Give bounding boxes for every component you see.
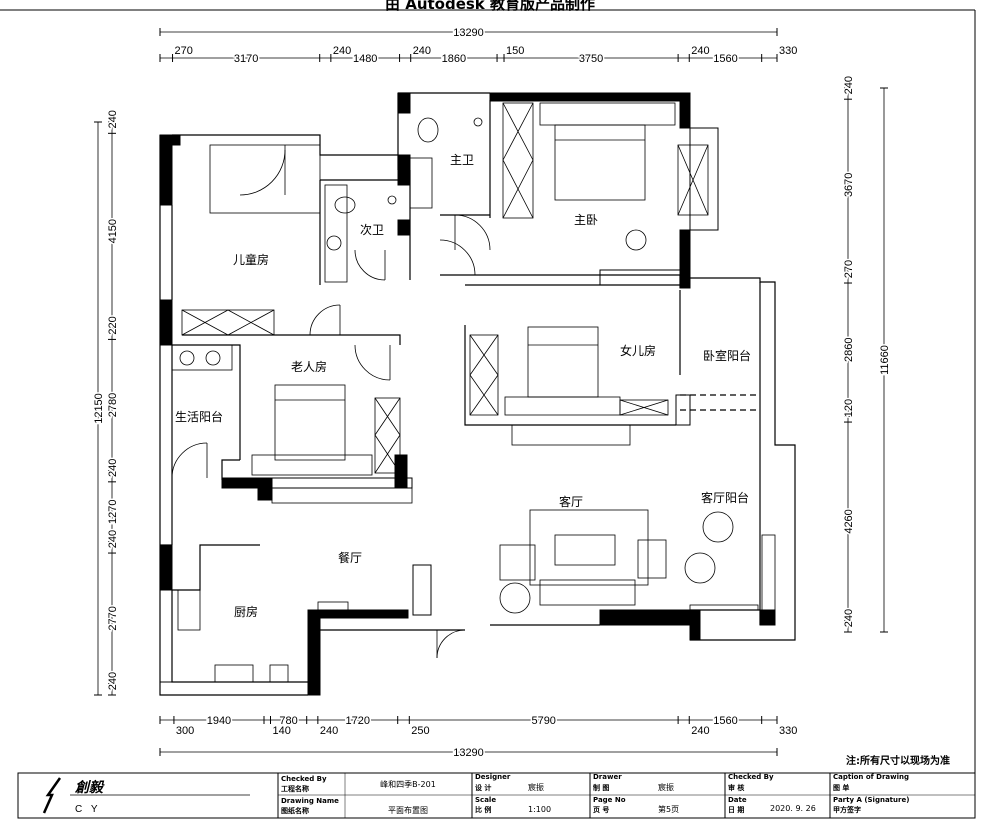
dim-segment-label: 1940 xyxy=(207,715,231,727)
dim-segment-label: 3750 xyxy=(579,53,603,65)
designer-label-cn: 设 计 xyxy=(475,783,491,792)
drawer-label-cn: 制 图 xyxy=(593,783,609,792)
scale-value: 1:100 xyxy=(528,805,551,814)
page-label-cn: 页 号 xyxy=(593,805,609,814)
dim-segment-label: 140 xyxy=(272,725,290,737)
label-bedroom-balcony: 卧室阳台 xyxy=(703,348,751,363)
dim-segment-label: 1480 xyxy=(353,53,377,65)
label-kitchen: 厨房 xyxy=(234,604,258,619)
dim-segment-label: 4260 xyxy=(843,509,855,533)
date-label: Date xyxy=(728,796,747,804)
dim-segment-label: 2770 xyxy=(107,606,119,630)
site-note: 注:所有尺寸以现场为准 xyxy=(846,754,950,767)
dim-segment-label: 1270 xyxy=(107,500,119,524)
dim-segment-label: 240 xyxy=(333,45,351,57)
checked-by-label: Checked By xyxy=(281,775,327,783)
logo-mark xyxy=(42,777,62,814)
drawing-name-label: Drawing Name xyxy=(281,797,339,805)
party-label-cn: 甲方签字 xyxy=(833,805,861,814)
dim-segment-label: 330 xyxy=(779,725,797,737)
label-elder-room: 老人房 xyxy=(291,359,327,374)
label-living-room: 客厅 xyxy=(559,494,583,509)
dim-segment-label: 1560 xyxy=(713,53,737,65)
dim-segment-label: 3170 xyxy=(234,53,258,65)
dim-segment-label: 120 xyxy=(843,399,855,417)
date-value: 2020. 9. 26 xyxy=(770,804,816,813)
scale-label-cn: 比 例 xyxy=(475,805,491,814)
label-second-bath: 次卫 xyxy=(360,223,384,237)
dim-segment-label: 240 xyxy=(107,672,119,690)
dim-segment-label: 4150 xyxy=(107,219,119,243)
label-children-room: 儿童房 xyxy=(233,252,269,267)
dim-total-label: 11660 xyxy=(879,345,891,375)
dimension-lines: 1329027031702401480240186015037502401560… xyxy=(92,26,893,761)
scale-label: Scale xyxy=(475,796,496,804)
project-value: 峰和四季B-201 xyxy=(380,779,436,789)
dim-segment-label: 250 xyxy=(411,725,429,737)
date-label-cn: 日 期 xyxy=(728,805,744,814)
designer-label: Designer xyxy=(475,773,511,781)
designer-value: 宸振 xyxy=(528,782,544,792)
dim-segment-label: 240 xyxy=(843,76,855,94)
dim-segment-label: 2860 xyxy=(843,337,855,361)
dim-total-label: 13290 xyxy=(453,27,484,39)
dim-segment-label: 240 xyxy=(413,45,431,57)
label-daughter-room: 女儿房 xyxy=(620,343,656,358)
dim-segment-label: 220 xyxy=(107,316,119,334)
label-dining-room: 餐厅 xyxy=(338,550,362,565)
dim-segment-label: 2780 xyxy=(107,393,119,417)
dim-segment-label: 1720 xyxy=(346,715,370,727)
watermark-top: 由 Autodesk 教育版产品制作 xyxy=(385,0,595,13)
dim-segment-label: 300 xyxy=(176,725,194,737)
dim-segment-label: 5790 xyxy=(531,715,555,727)
room-labels: 主卫 主卧 次卫 儿童房 女儿房 卧室阳台 老人房 生活阳台 客厅 客厅阳台 餐… xyxy=(175,153,751,619)
caption-label: Caption of Drawing xyxy=(833,773,909,781)
dim-segment-label: 240 xyxy=(320,725,338,737)
walls xyxy=(159,92,796,696)
logo-en: C Y xyxy=(75,804,101,815)
dim-segment-label: 270 xyxy=(175,45,193,57)
title-block xyxy=(17,772,976,819)
drawing-name-label-cn: 图纸名称 xyxy=(281,806,309,815)
dim-total-label: 13290 xyxy=(453,747,484,759)
dim-segment-label: 240 xyxy=(107,530,119,548)
party-label: Party A (Signature) xyxy=(833,796,909,804)
label-master-bedroom: 主卧 xyxy=(574,213,598,227)
logo-cn: 創毅 xyxy=(74,779,105,796)
dim-segment-label: 240 xyxy=(843,609,855,627)
dim-segment-label: 240 xyxy=(107,110,119,128)
drawer-label: Drawer xyxy=(593,773,622,781)
drawing-name-value: 平面布置图 xyxy=(388,805,428,815)
page-label: Page No xyxy=(593,796,626,804)
dim-segment-label: 270 xyxy=(843,260,855,278)
dim-segment-label: 330 xyxy=(779,45,797,57)
checker-label-cn: 审 核 xyxy=(728,783,744,792)
label-utility-balcony: 生活阳台 xyxy=(175,409,223,424)
dim-segment-label: 1560 xyxy=(713,715,737,727)
checker-label: Checked By xyxy=(728,773,774,781)
doors xyxy=(171,149,491,659)
page-value: 第5页 xyxy=(658,804,679,814)
project-label: 工程名称 xyxy=(281,784,309,793)
dim-segment-label: 150 xyxy=(506,45,524,57)
dim-segment-label: 240 xyxy=(107,459,119,477)
dim-segment-label: 3670 xyxy=(843,173,855,197)
drawer-value: 宸振 xyxy=(658,782,674,792)
label-living-balcony: 客厅阳台 xyxy=(701,490,749,505)
title-block-text: 創毅 C Y Checked By 工程名称 峰和四季B-201 Drawing… xyxy=(74,773,909,815)
dim-segment-label: 1860 xyxy=(442,53,466,65)
furniture xyxy=(171,102,776,683)
dim-segment-label: 780 xyxy=(279,715,297,727)
dim-segment-label: 240 xyxy=(691,45,709,57)
dim-segment-label: 240 xyxy=(691,725,709,737)
caption-label-cn: 图 单 xyxy=(833,783,849,792)
label-master-bath: 主卫 xyxy=(450,153,474,167)
dim-total-label: 12150 xyxy=(93,393,105,424)
